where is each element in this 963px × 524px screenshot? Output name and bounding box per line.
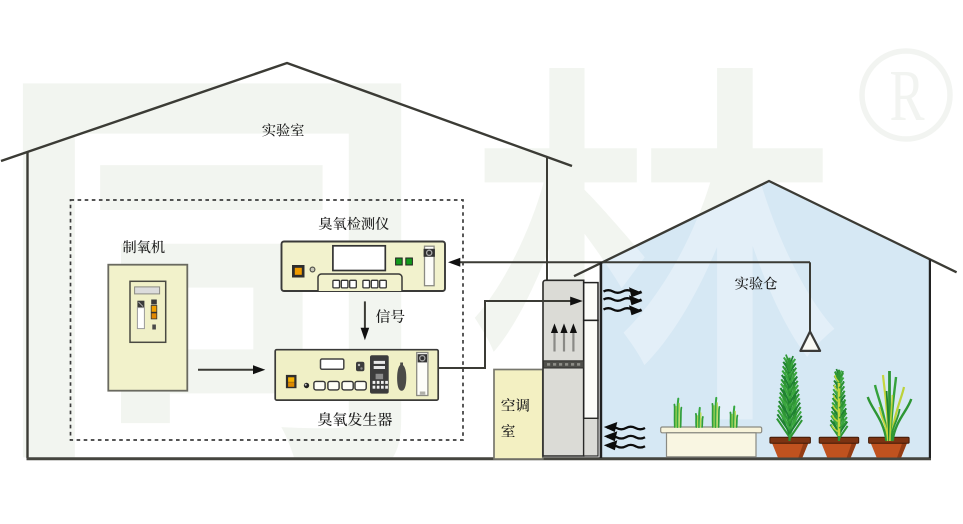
svg-text:R: R [889, 55, 925, 136]
